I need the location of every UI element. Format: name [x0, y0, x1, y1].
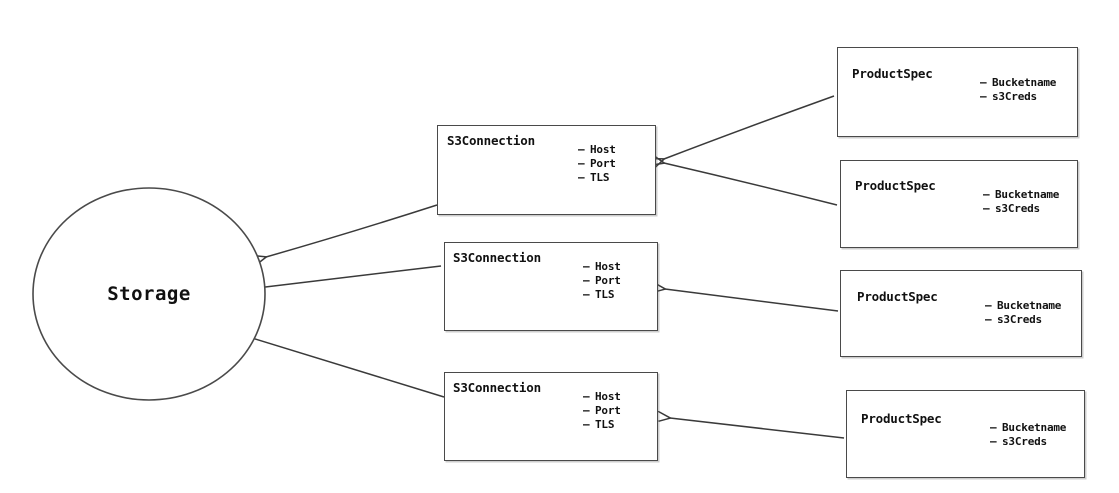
s3connection-node-3[interactable] — [444, 372, 658, 461]
attribute-row: –Port — [578, 157, 616, 171]
attribute-label: Bucketname — [1002, 421, 1067, 434]
attribute-label: TLS — [590, 171, 610, 184]
attribute-bullet: – — [583, 418, 590, 431]
attribute-bullet: – — [980, 90, 987, 103]
attribute-bullet: – — [583, 260, 590, 273]
edge-conn1-to-storage — [266, 204, 438, 257]
s3connection-node-3-title: S3Connection — [453, 380, 541, 395]
attribute-bullet: – — [578, 171, 585, 184]
attribute-label: TLS — [595, 418, 615, 431]
attribute-bullet: – — [583, 288, 590, 301]
attribute-label: Bucketname — [992, 76, 1057, 89]
productspec-node-2[interactable] — [840, 160, 1078, 248]
productspec-node-4-title: ProductSpec — [861, 411, 942, 426]
productspec-node-1[interactable] — [837, 47, 1078, 137]
attribute-row: –Host — [583, 390, 621, 404]
attribute-label: TLS — [595, 288, 615, 301]
attribute-bullet: – — [583, 390, 590, 403]
edge-conn3-to-storage — [252, 338, 445, 398]
attribute-bullet: – — [990, 421, 997, 434]
s3connection-node-1[interactable] — [437, 125, 656, 215]
attribute-row: –Bucketname — [990, 421, 1066, 435]
productspec-node-3[interactable] — [840, 270, 1082, 357]
attribute-row: –Port — [583, 274, 621, 288]
attribute-bullet: – — [983, 202, 990, 215]
attribute-label: Port — [595, 274, 621, 287]
productspec-node-2-attributes: –Bucketname –s3Creds — [983, 188, 1059, 216]
attribute-row: –Bucketname — [983, 188, 1059, 202]
productspec-node-1-title: ProductSpec — [852, 66, 933, 81]
productspec-node-3-title: ProductSpec — [857, 289, 938, 304]
attribute-label: Bucketname — [995, 188, 1060, 201]
attribute-label: Bucketname — [997, 299, 1062, 312]
attribute-label: Host — [595, 390, 621, 403]
attribute-label: s3Creds — [992, 90, 1037, 103]
attribute-row: –TLS — [583, 288, 621, 302]
attribute-row: –TLS — [583, 418, 621, 432]
productspec-node-4-attributes: –Bucketname –s3Creds — [990, 421, 1066, 449]
productspec-node-2-title: ProductSpec — [855, 178, 936, 193]
attribute-label: s3Creds — [995, 202, 1040, 215]
edge-spec1-to-conn1 — [664, 95, 835, 159]
attribute-row: –s3Creds — [985, 313, 1061, 327]
attribute-row: –s3Creds — [980, 90, 1056, 104]
productspec-node-4[interactable] — [846, 390, 1085, 478]
attribute-row: –Bucketname — [985, 299, 1061, 313]
s3connection-node-2[interactable] — [444, 242, 658, 331]
attribute-row: –Bucketname — [980, 76, 1056, 90]
productspec-node-3-attributes: –Bucketname –s3Creds — [985, 299, 1061, 327]
attribute-row: –s3Creds — [983, 202, 1059, 216]
attribute-bullet: – — [578, 143, 585, 156]
attribute-row: –s3Creds — [990, 435, 1066, 449]
attribute-label: Host — [595, 260, 621, 273]
s3connection-node-1-attributes: –Host –Port –TLS — [578, 143, 616, 185]
attribute-label: Port — [595, 404, 621, 417]
attribute-row: –Host — [583, 260, 621, 274]
s3connection-node-1-title: S3Connection — [447, 133, 535, 148]
edge-spec4-to-conn3 — [670, 418, 845, 439]
attribute-label: Port — [590, 157, 616, 170]
productspec-node-1-attributes: –Bucketname –s3Creds — [980, 76, 1056, 104]
edge-spec3-to-conn2 — [665, 289, 839, 312]
attribute-bullet: – — [583, 274, 590, 287]
attribute-bullet: – — [980, 76, 987, 89]
attribute-bullet: – — [983, 188, 990, 201]
attribute-row: –Host — [578, 143, 616, 157]
attribute-label: s3Creds — [997, 313, 1042, 326]
attribute-bullet: – — [990, 435, 997, 448]
storage-node-label: Storage — [107, 283, 191, 305]
edge-spec2-to-conn1 — [664, 163, 838, 206]
s3connection-node-2-title: S3Connection — [453, 250, 541, 265]
attribute-bullet: – — [583, 404, 590, 417]
attribute-bullet: – — [578, 157, 585, 170]
attribute-row: –Port — [583, 404, 621, 418]
attribute-label: Host — [590, 143, 616, 156]
attribute-label: s3Creds — [1002, 435, 1047, 448]
attribute-bullet: – — [985, 299, 992, 312]
attribute-bullet: – — [985, 313, 992, 326]
s3connection-node-3-attributes: –Host –Port –TLS — [583, 390, 621, 432]
edge-conn2-to-storage — [257, 265, 442, 288]
s3connection-node-2-attributes: –Host –Port –TLS — [583, 260, 621, 302]
attribute-row: –TLS — [578, 171, 616, 185]
